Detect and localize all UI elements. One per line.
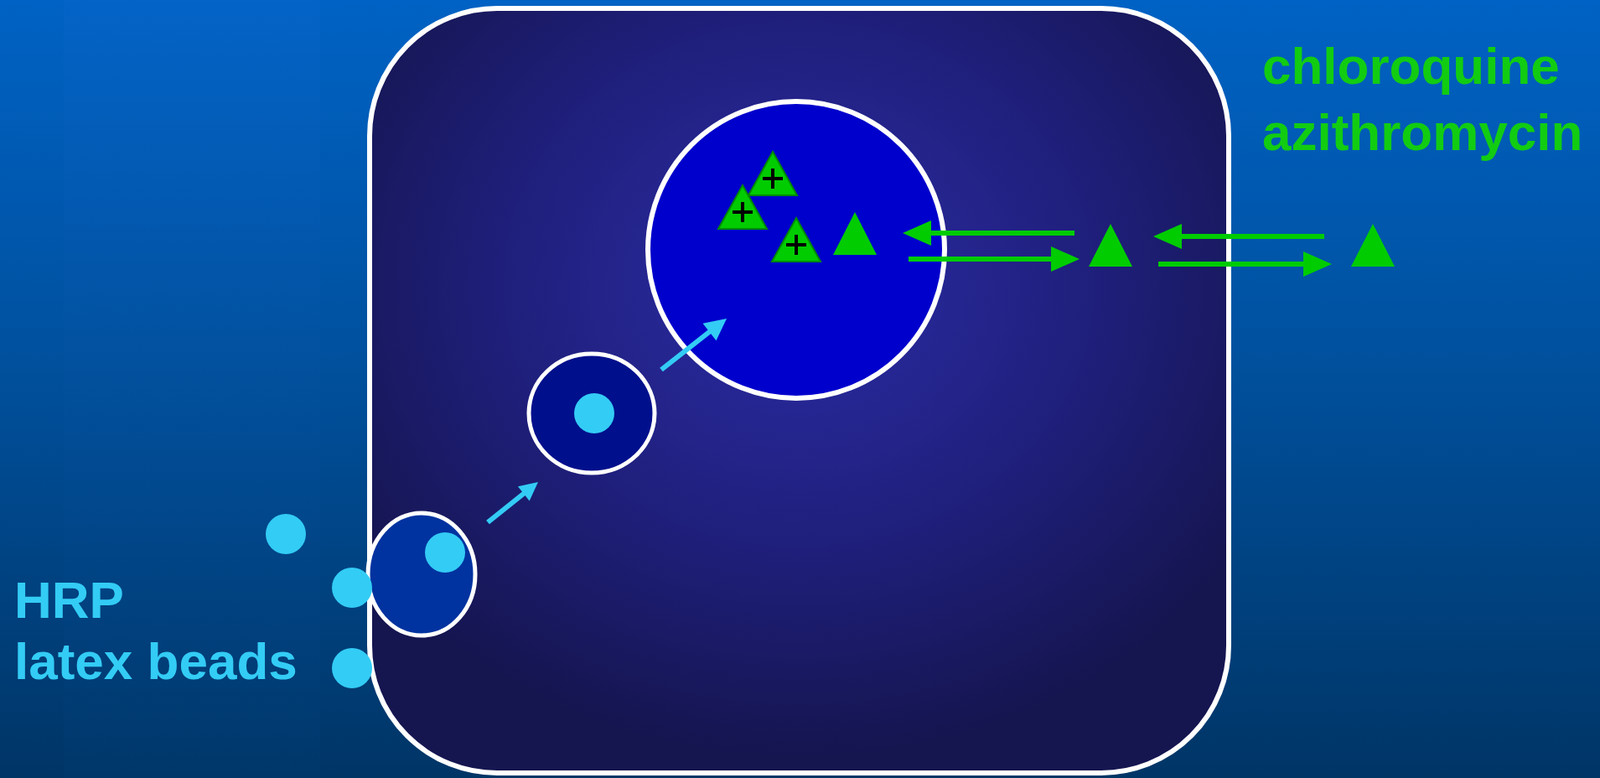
uptake-arrow [487, 491, 526, 523]
cell-outline [369, 8, 1229, 773]
diffusion-arrow [1179, 233, 1325, 239]
neutral-drug [1088, 223, 1133, 267]
drug-label: azithromycin [1262, 106, 1583, 159]
bead-dot [574, 393, 615, 434]
uptake-arrowhead [517, 481, 539, 501]
bead-dot [331, 567, 373, 608]
tracer-label: HRP [14, 574, 125, 627]
drug-label: chloroquine [1262, 40, 1560, 93]
charged-drug [718, 185, 767, 229]
tracer-label: latex beads [14, 635, 298, 688]
plus-sign [794, 234, 798, 255]
neutral-drug [1351, 223, 1395, 267]
late-endosome [528, 353, 655, 473]
diffusion-arrow [928, 230, 1075, 236]
diffusion-arrow [1158, 261, 1306, 267]
diffusion-arrowhead [1303, 251, 1332, 277]
diffusion-arrowhead [1051, 246, 1080, 272]
charged-drug [748, 151, 798, 196]
diffusion-arrowhead [1153, 223, 1182, 249]
diffusion-arrowhead [902, 220, 932, 246]
bead-dot [424, 532, 466, 573]
diffusion-arrow [908, 256, 1054, 262]
plus-sign [740, 201, 745, 223]
bead-dot [265, 513, 306, 555]
uptake-arrowhead [703, 318, 728, 341]
plus-sign [771, 168, 775, 189]
bead-dot [331, 647, 373, 689]
neutral-drug [833, 212, 877, 255]
lysosome [647, 101, 945, 399]
uptake-arrow [661, 329, 713, 370]
charged-drug [771, 217, 821, 262]
early-endosome [367, 512, 476, 636]
